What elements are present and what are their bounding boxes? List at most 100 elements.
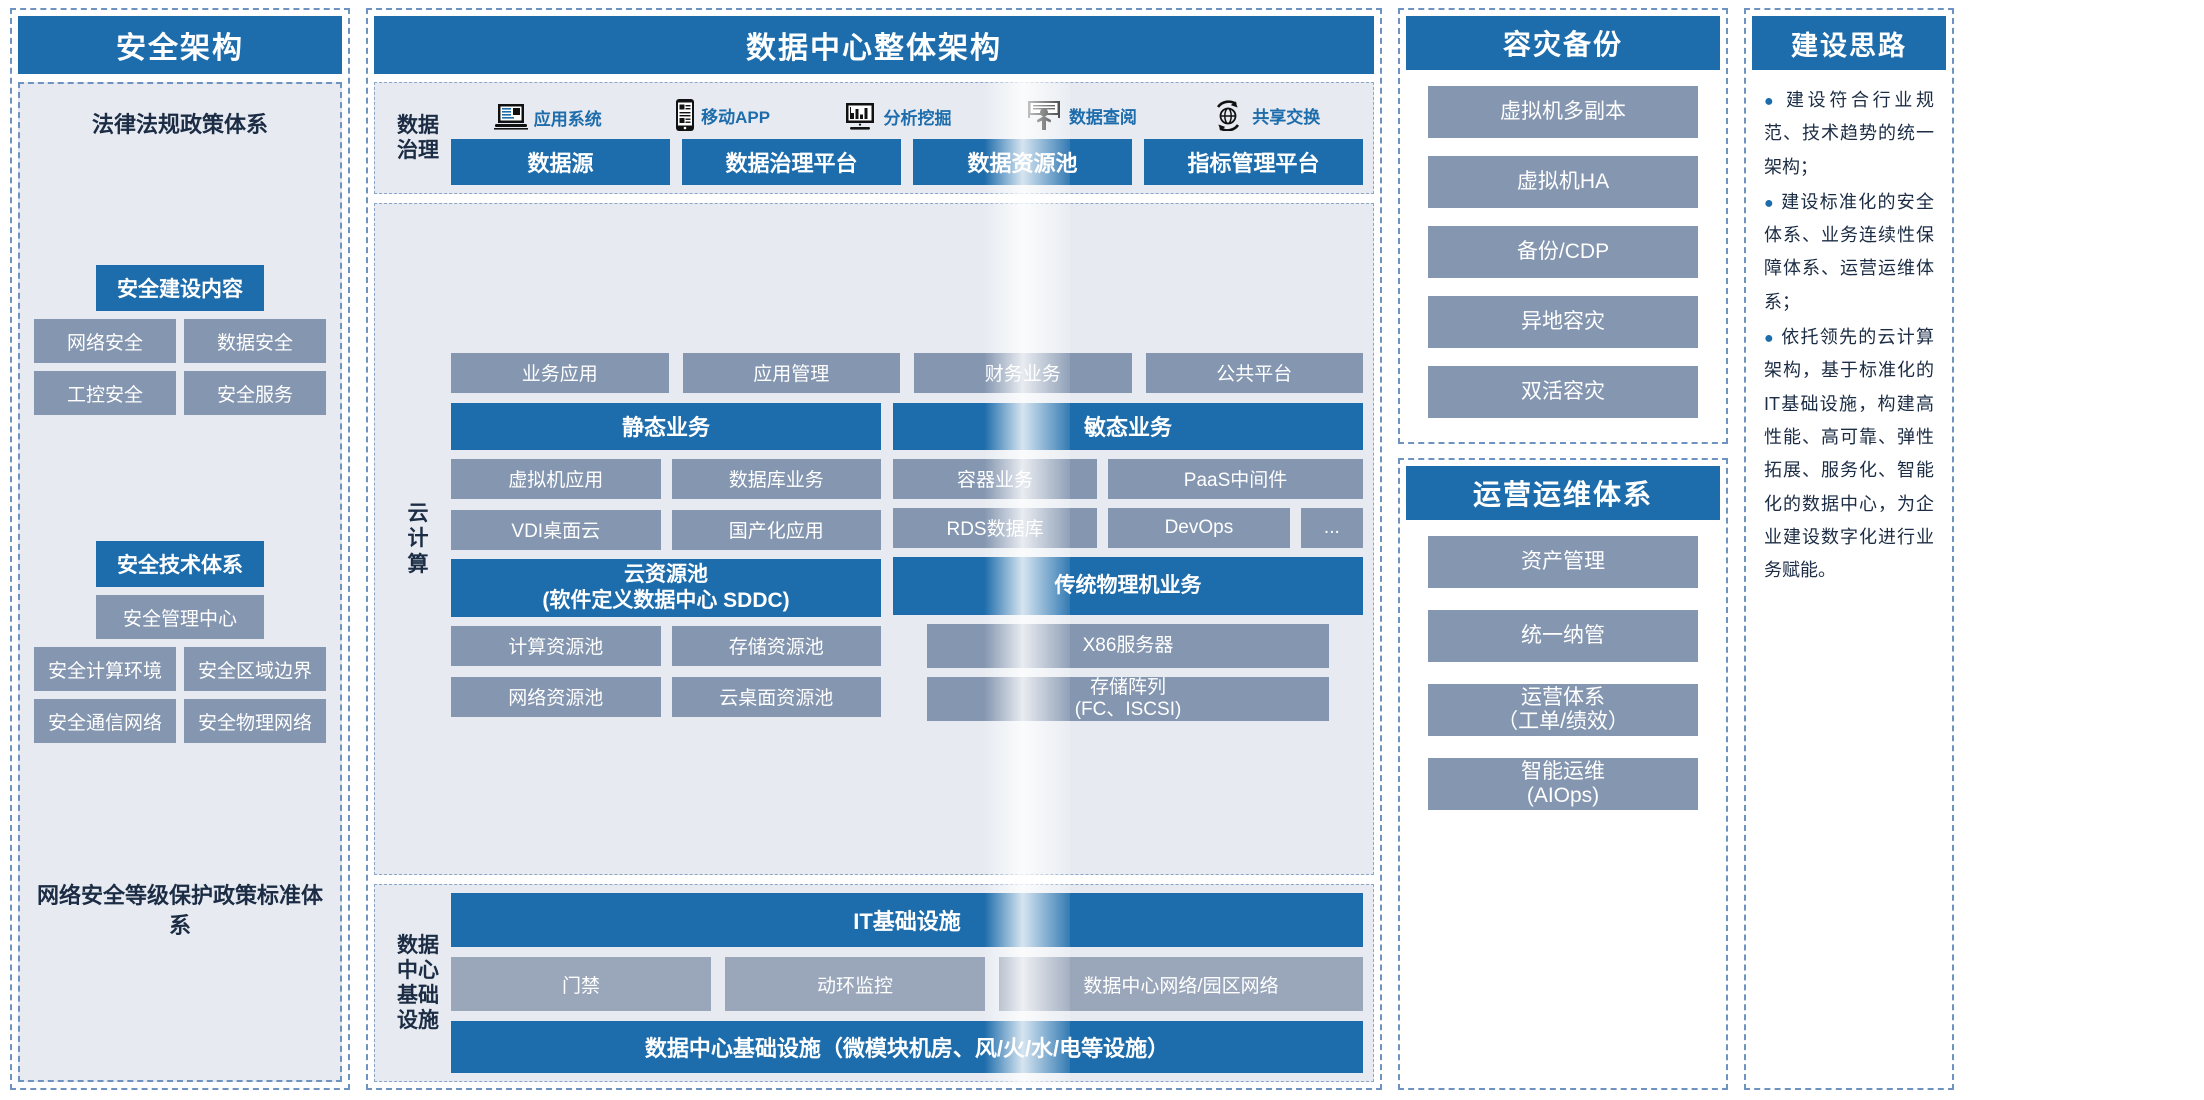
operations-panel-body: 资产管理 统一纳管 运营体系 （工单/绩效） 智能运维 (AIOps) <box>1406 520 1720 1082</box>
ops-item-line1: 智能运维 <box>1521 759 1605 783</box>
cloud-app-item[interactable]: 财务业务 <box>914 352 1132 393</box>
security-item[interactable]: 网络安全 <box>34 319 176 364</box>
security-item[interactable]: 工控安全 <box>34 371 176 416</box>
governance-box[interactable]: 指标管理平台 <box>1144 139 1363 185</box>
static-business-item[interactable]: 国产化应用 <box>671 509 881 550</box>
security-tech-item[interactable]: 安全物理网络 <box>184 699 326 744</box>
governance-box[interactable]: 数据治理平台 <box>682 139 901 185</box>
ops-item[interactable]: 运营体系 （工单/绩效） <box>1428 684 1698 736</box>
dr-item[interactable]: 双活容灾 <box>1428 366 1698 418</box>
data-governance-label-line2: 治理 <box>397 139 439 162</box>
data-governance-icon-row: 应用系统 移动APP 分析挖掘 <box>451 91 1363 131</box>
agile-business-more[interactable]: ... <box>1300 507 1363 548</box>
physical-business-band: 传统物理机业务 <box>893 556 1363 615</box>
agile-business-row-1: 容器业务 PaaS中间件 <box>893 458 1363 499</box>
governance-icon-group: 数据查阅 <box>1025 100 1137 131</box>
agile-business-item[interactable]: 容器业务 <box>893 458 1098 499</box>
data-governance-label-line1: 数据 <box>397 113 439 137</box>
infra-label-line: 数据 <box>397 933 439 957</box>
ops-item[interactable]: 资产管理 <box>1428 536 1698 588</box>
static-business-item[interactable]: 虚拟机应用 <box>451 458 661 499</box>
security-build-content-header: 安全建设内容 <box>96 265 264 312</box>
agile-business-item[interactable]: PaaS中间件 <box>1108 458 1363 499</box>
idea-bullet-text: 建设标准化的安全体系、业务连续性保障体系、运营运维体系； <box>1764 191 1934 312</box>
infrastructure-item[interactable]: 门禁 <box>451 957 711 1011</box>
cloud-app-item[interactable]: 公共平台 <box>1145 352 1363 393</box>
ops-item[interactable]: 智能运维 (AIOps) <box>1428 758 1698 810</box>
governance-icon-label: 数据查阅 <box>1068 108 1137 127</box>
governance-icon-label: 移动APP <box>701 107 771 127</box>
security-item[interactable]: 数据安全 <box>184 319 326 364</box>
ops-item-line1: 资产管理 <box>1521 549 1605 573</box>
cloud-label-char: 云 <box>407 502 429 526</box>
cloud-two-columns: 静态业务 虚拟机应用 数据库业务 VDI桌面云 国产化应用 云资源池 (软件定义… <box>451 402 1363 726</box>
cloud-label-char: 计 <box>407 527 429 551</box>
physical-item-line1: 存储阵列 <box>1089 676 1166 698</box>
security-tech-item[interactable]: 安全通信网络 <box>34 699 176 744</box>
agile-business-item[interactable]: RDS数据库 <box>893 507 1098 548</box>
construction-ideas-title: 建设思路 <box>1752 16 1946 70</box>
static-business-grid: 虚拟机应用 数据库业务 VDI桌面云 国产化应用 <box>451 458 881 550</box>
governance-icon-group: 共享交换 <box>1210 99 1320 131</box>
operations-panel: 运营运维体系 资产管理 统一纳管 运营体系 （工单/绩效） 智能运维 (AIOp… <box>1398 458 1728 1090</box>
dr-item[interactable]: 虚拟机HA <box>1428 156 1698 208</box>
person-board-icon <box>1025 100 1063 131</box>
physical-item-line1: X86服务器 <box>1082 634 1174 656</box>
dr-item[interactable]: 虚拟机多副本 <box>1428 86 1698 138</box>
cloud-app-item[interactable]: 业务应用 <box>451 352 669 393</box>
ops-item-line2: (AIOps) <box>1526 784 1600 807</box>
infrastructure-item[interactable]: 数据中心网络/园区网络 <box>999 957 1363 1011</box>
resource-pool-item[interactable]: 云桌面资源池 <box>671 676 881 717</box>
agile-business-row-2: RDS数据库 DevOps ... <box>893 507 1363 548</box>
infrastructure-item[interactable]: 动环监控 <box>725 957 985 1011</box>
pool-band-line2: (软件定义数据中心 SDDC) <box>542 588 790 612</box>
ops-item[interactable]: 统一纳管 <box>1428 610 1698 662</box>
agile-business-item[interactable]: DevOps <box>1108 507 1290 548</box>
physical-item[interactable]: X86服务器 <box>927 623 1329 668</box>
governance-icon-group: 分析挖掘 <box>843 102 951 131</box>
disaster-recovery-body: 虚拟机多副本 虚拟机HA 备份/CDP 异地容灾 双活容灾 <box>1406 70 1720 436</box>
infrastructure-label: 数据 中心 基础 设施 <box>385 893 451 1073</box>
construction-ideas-panel: 建设思路 ● 建设符合行业规范、技术趋势的统一架构； ● 建设标准化的安全体系、… <box>1744 8 1954 1090</box>
ops-item-line1: 统一纳管 <box>1521 623 1605 647</box>
infra-label-line: 设施 <box>397 1009 439 1033</box>
construction-ideas-body: ● 建设符合行业规范、技术趋势的统一架构； ● 建设标准化的安全体系、业务连续性… <box>1752 70 1946 603</box>
governance-icon-label: 共享交换 <box>1252 107 1321 127</box>
cloud-apps-row: 业务应用 应用管理 财务业务 公共平台 <box>451 352 1363 393</box>
data-governance-content: 应用系统 移动APP 分析挖掘 <box>451 91 1363 185</box>
infrastructure-content: IT基础设施 门禁 动环监控 数据中心网络/园区网络 数据中心基础设施（微模块机… <box>451 893 1363 1073</box>
resource-pool-item[interactable]: 网络资源池 <box>451 676 661 717</box>
dr-item[interactable]: 异地容灾 <box>1428 296 1698 348</box>
governance-icon-group: 应用系统 <box>493 103 602 131</box>
governance-box[interactable]: 数据源 <box>451 139 670 185</box>
physical-item[interactable]: 存储阵列 (FC、ISCSI) <box>927 676 1329 721</box>
resource-pool-item[interactable]: 存储资源池 <box>671 625 881 666</box>
infrastructure-items-row: 门禁 动环监控 数据中心网络/园区网络 <box>451 957 1363 1011</box>
cloud-computing-section: 云 计 算 业务应用 应用管理 财务业务 公共平台 <box>374 203 1374 875</box>
security-panel-title: 安全架构 <box>18 16 342 74</box>
security-management-center[interactable]: 安全管理中心 <box>96 595 264 640</box>
governance-box[interactable]: 数据资源池 <box>913 139 1132 185</box>
governance-icon-group: 移动APP <box>675 99 770 131</box>
disaster-recovery-title: 容灾备份 <box>1406 16 1720 70</box>
resource-pool-item[interactable]: 计算资源池 <box>451 625 661 666</box>
governance-icon-label: 应用系统 <box>533 109 602 129</box>
security-item[interactable]: 安全服务 <box>184 371 326 416</box>
ops-item-line1: 运营体系 <box>1521 685 1605 709</box>
security-tech-item[interactable]: 安全计算环境 <box>34 647 176 692</box>
cloud-resource-pool-band: 云资源池 (软件定义数据中心 SDDC) <box>451 558 881 617</box>
agile-business-band: 敏态业务 <box>893 402 1363 450</box>
static-business-item[interactable]: VDI桌面云 <box>451 509 661 550</box>
it-infrastructure-band: IT基础设施 <box>451 893 1363 947</box>
dr-item[interactable]: 备份/CDP <box>1428 226 1698 278</box>
static-business-item[interactable]: 数据库业务 <box>671 458 881 499</box>
security-build-content-grid: 网络安全 数据安全 工控安全 安全服务 <box>34 319 326 416</box>
idea-bullet: ● 建设符合行业规范、技术趋势的统一架构； <box>1764 84 1934 184</box>
cloud-app-item[interactable]: 应用管理 <box>682 352 900 393</box>
datacenter-panel-title: 数据中心整体架构 <box>374 16 1374 74</box>
security-panel-body: 法律法规政策体系 安全建设内容 网络安全 数据安全 工控安全 安全服务 安全技术… <box>18 82 342 1082</box>
laptop-icon <box>493 103 528 131</box>
disaster-recovery-panel: 容灾备份 虚拟机多副本 虚拟机HA 备份/CDP 异地容灾 双活容灾 <box>1398 8 1728 444</box>
security-tech-item[interactable]: 安全区域边界 <box>184 647 326 692</box>
cloud-label-char: 算 <box>407 552 429 576</box>
